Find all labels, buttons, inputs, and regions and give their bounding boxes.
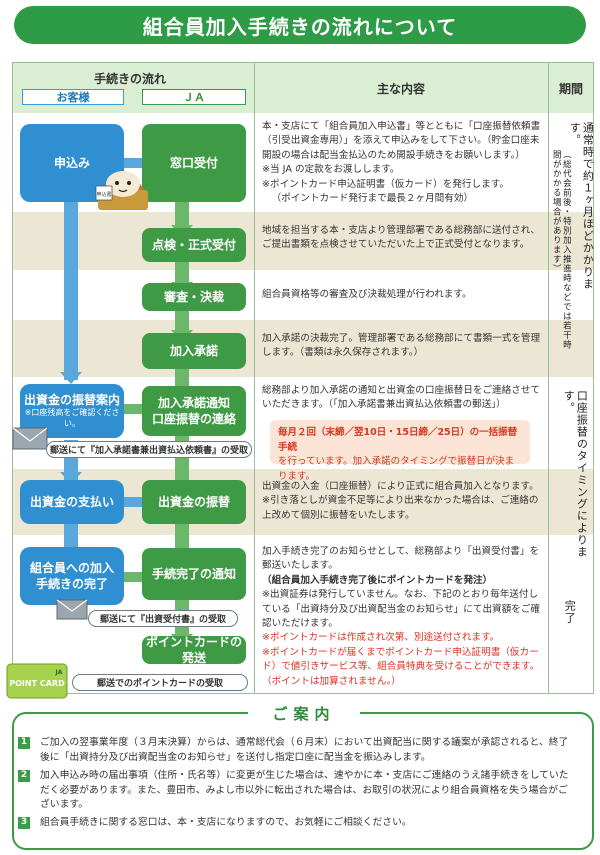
mail-label-2: 郵送にて『出資受付書』の受取 (88, 610, 238, 627)
step-point-card: ポイントカードの発送 (142, 635, 246, 665)
transfer-schedule-note: 毎月２回（末締／翌10日・15日締／25日）の一括振替手続 を行っています。加入… (270, 420, 530, 482)
row-approve (13, 320, 593, 377)
connector-arrow (124, 497, 144, 507)
period-sub: （総代会前後・特別加入推進時などでは若干時間がかかる場合があります） (551, 150, 572, 350)
content-payment: 出資金の入金（口座振替）により正式に組合員加入となります。 ※引き落としが資金不… (262, 481, 539, 521)
mail-label-3: 郵送でのポイントカードの受取 (72, 674, 248, 691)
period-main: 通常時で約１ヶ月ほどかかります。 (568, 122, 595, 290)
content-review: 組合員資格等の審査及び決裁処理が行われます。 (262, 289, 472, 300)
card-brand: POINT CARD (9, 679, 65, 688)
step-check: 点検・正式受付 (142, 228, 246, 262)
period-done: 完了 (563, 600, 577, 624)
customer-flow-line (64, 518, 78, 554)
guide-title: ご案内 (248, 702, 360, 724)
content-apply: 本・支店にて「組合員加入申込書」等とともに「口座振替依頼書（引受出資金専用）」を… (262, 121, 541, 204)
step-review: 審査・決裁 (142, 283, 246, 311)
step-transfer: 出資金の振替 (142, 480, 246, 524)
envelope-icon (56, 597, 90, 621)
mail-label-1: 郵送にて『加入承諾書兼出資払込依頼書』の受取 (46, 441, 252, 458)
content-notice: 総務部より加入承諾の通知と出資金の口座振替日をご連絡させていただきます。（「加入… (262, 385, 541, 411)
connector-arrow (124, 158, 144, 168)
header-content: 主な内容 (376, 82, 425, 96)
step-complete-notice: 手続完了の通知 (142, 548, 246, 600)
step-complete: 組合員への加入手続きの完了 (20, 547, 124, 605)
connector-arrow (124, 572, 144, 582)
customer-flow-line (64, 180, 78, 380)
step-payment: 出資金の支払い (20, 480, 124, 524)
step-approve-notice: 加入承諾通知口座振替の連絡 (142, 386, 246, 436)
mascot-illustration: 申込書 (92, 160, 154, 212)
period-transfer: 口座振替のタイミングによります。 (562, 390, 589, 558)
row-check (13, 212, 593, 270)
card-ja: JA (55, 669, 63, 676)
header-flow: 手続きの流れ (93, 72, 166, 86)
content-check: 地域を担当する本・支店より管理部署である総務部に送付され、ご提出書類を点検させて… (262, 225, 541, 251)
connector-arrow (124, 404, 144, 414)
header-period: 期間 (558, 82, 583, 96)
point-card-image: POINT CARD JA (6, 660, 72, 700)
ja-flow-line (175, 180, 189, 570)
arrow-down-icon (60, 372, 82, 384)
page-title: 組合員加入手続きの流れについて (14, 6, 586, 44)
badge-apply: 申込書 (96, 191, 111, 198)
column-divider (548, 63, 549, 693)
content-approve: 加入承諾の決裁完了。管理部署である総務部にて書類一式を管理します。（書類は永久保… (262, 333, 541, 359)
header-ja: ＪＡ (142, 89, 246, 105)
content-complete: 加入手続き完了のお知らせとして、総務部より「出資受付書」を郵送いたします。 （組… (262, 546, 541, 687)
header-customer: お客様 (22, 89, 124, 105)
column-divider (254, 63, 255, 693)
step-approve: 加入承諾 (142, 333, 246, 369)
envelope-icon (12, 425, 50, 451)
guide-box (12, 712, 594, 850)
step-window: 窓口受付 (142, 124, 246, 202)
row-review (13, 270, 593, 320)
